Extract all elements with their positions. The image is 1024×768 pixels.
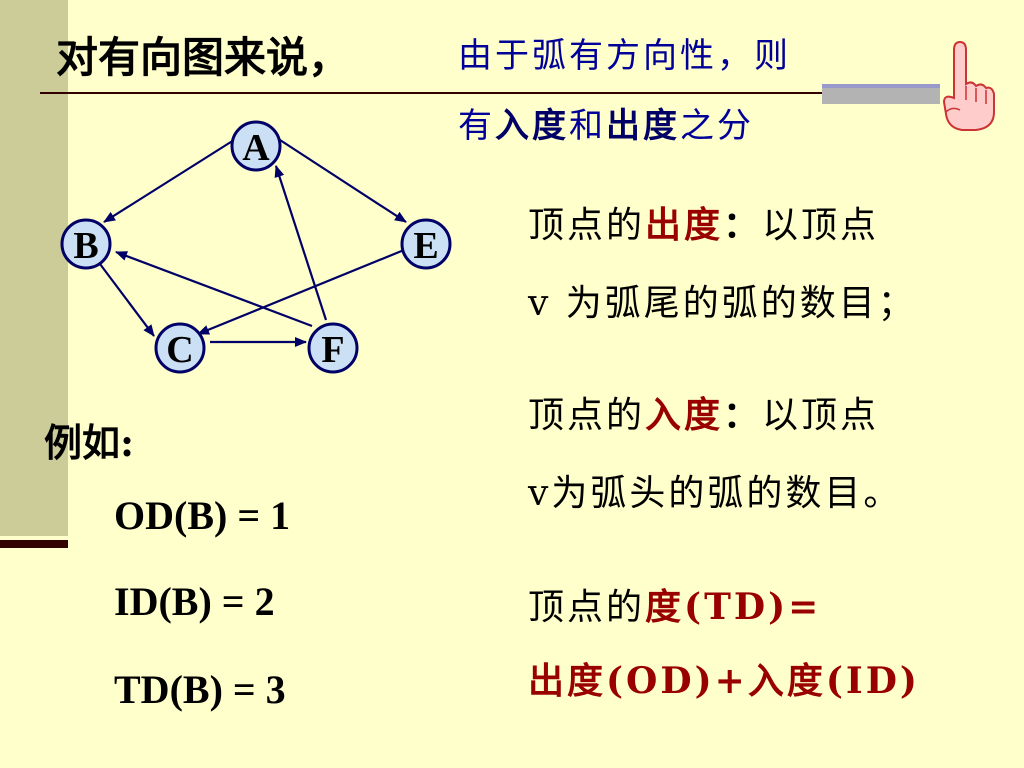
slide-title: 对有向图来说， — [56, 33, 351, 82]
edge-e-c — [197, 248, 405, 336]
title-underline — [40, 92, 940, 94]
graph-node-b: B — [60, 218, 112, 270]
title-rule-bar-top — [822, 84, 940, 88]
graph-node-a: A — [230, 120, 282, 172]
subtitle-out-degree: 出度 — [606, 106, 680, 146]
node-label-c: C — [166, 329, 193, 371]
left-decor-stub — [0, 540, 68, 548]
example-label: 例如: — [44, 420, 135, 465]
example-out-degree: OD(B) = 1 — [114, 493, 291, 538]
graph-node-c: C — [154, 322, 206, 374]
formula-in-abbr: (ID) — [825, 660, 920, 702]
total-degree-definition-line1: 顶点的度(TD)= — [528, 578, 821, 630]
in-degree-colon: ： — [723, 394, 763, 436]
total-degree-term: 度 — [645, 586, 685, 628]
edge-f-a — [274, 165, 328, 321]
total-degree-formula: (TD)= — [684, 586, 822, 628]
graph-node-f: F — [307, 322, 359, 374]
node-label-a: A — [242, 127, 270, 169]
out-degree-rest: 以顶点 — [762, 205, 880, 246]
edge-f-b — [115, 250, 313, 328]
formula-in-term: 入度 — [747, 660, 826, 702]
in-degree-prefix: 顶点的 — [528, 395, 646, 436]
out-degree-prefix: 顶点的 — [528, 205, 646, 246]
node-label-f: F — [321, 329, 344, 371]
out-degree-colon: ： — [723, 204, 763, 246]
node-label-e: E — [413, 225, 438, 267]
formula-out-abbr: (OD)+ — [606, 660, 748, 702]
total-degree-definition-line2: 出度(OD)+入度(ID) — [528, 652, 920, 704]
node-label-b: B — [73, 225, 98, 267]
total-degree-prefix: 顶点的 — [528, 587, 646, 628]
directed-graph: A B C E F — [60, 120, 452, 374]
subtitle-prefix: 有 — [458, 106, 495, 146]
pointing-finger-icon — [942, 40, 995, 131]
graph-node-e: E — [400, 218, 452, 270]
example-total-degree: TD(B) = 3 — [114, 667, 286, 712]
out-degree-definition-line1: 顶点的出度：以顶点 — [528, 196, 879, 248]
in-degree-definition-line2: v为弧头的弧的数目。 — [528, 473, 903, 514]
edge-b-c — [99, 263, 155, 337]
in-degree-term: 入度 — [645, 394, 724, 436]
out-degree-definition-line2: v 为弧尾的弧的数目； — [528, 283, 917, 324]
formula-out-term: 出度 — [528, 660, 607, 702]
edge-a-b — [103, 139, 235, 223]
in-degree-definition-line1: 顶点的入度：以顶点 — [528, 386, 879, 438]
subtitle-suffix: 之分 — [680, 106, 754, 146]
subtitle-in-degree: 入度 — [495, 106, 569, 146]
out-degree-term: 出度 — [645, 204, 724, 246]
title-subtitle-line2: 有入度和出度之分 — [458, 98, 754, 147]
example-in-degree: ID(B) = 2 — [114, 579, 275, 624]
in-degree-rest: 以顶点 — [762, 395, 880, 436]
edge-a-e — [279, 139, 407, 223]
title-rule-bar — [822, 84, 940, 104]
subtitle-and: 和 — [569, 106, 606, 146]
title-subtitle-line1: 由于弧有方向性，则 — [458, 36, 791, 76]
left-decor-bar — [0, 0, 68, 536]
